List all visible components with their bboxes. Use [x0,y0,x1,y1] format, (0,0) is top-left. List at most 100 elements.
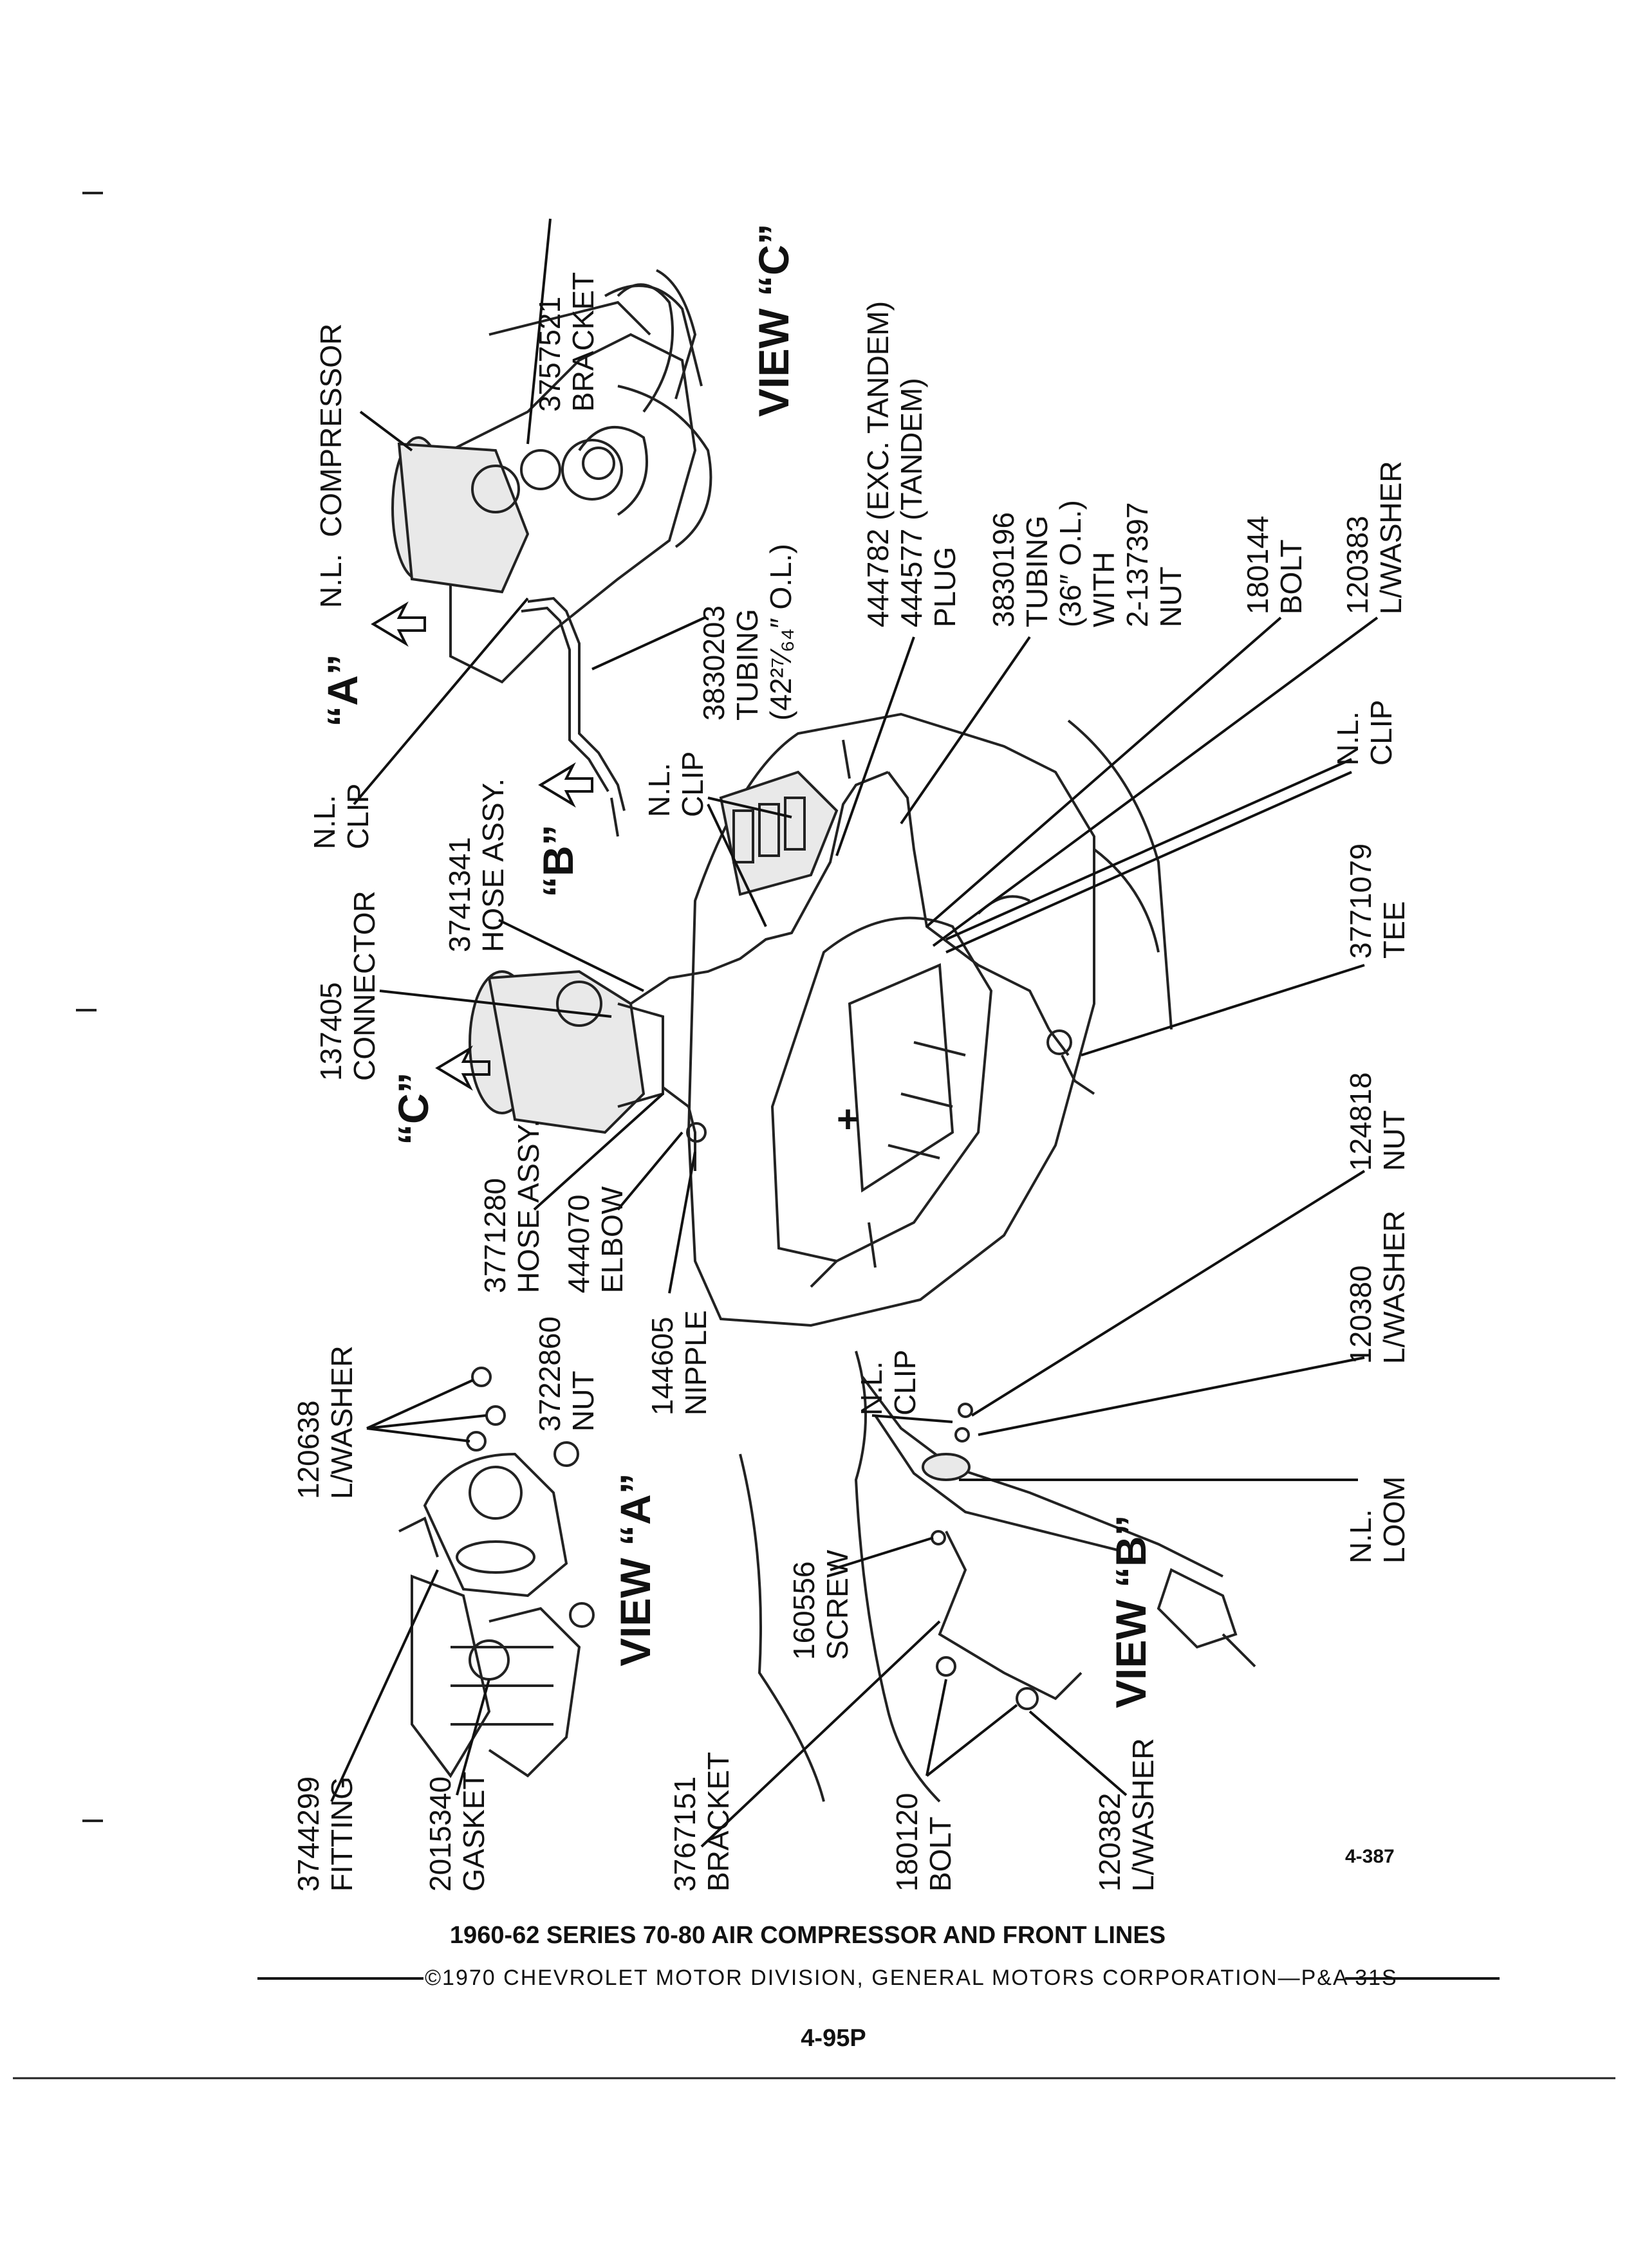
figure-caption: 1960-62 SERIES 70-80 AIR COMPRESSOR AND … [450,1922,1166,1949]
svg-text:NUT: NUT [1377,1110,1411,1171]
svg-text:2-137397: 2-137397 [1120,502,1154,627]
marker-c-label: “C” [389,1072,437,1145]
label-120382: 120382 L/WASHER [1093,1738,1160,1892]
marker-b-label: “B” [534,824,582,898]
svg-text:LOOM: LOOM [1377,1477,1411,1563]
view-a-label: VIEW “A” [611,1473,659,1666]
svg-text:BRACKET: BRACKET [566,272,600,412]
svg-text:N.L.: N.L. [1344,1509,1377,1563]
label-nl-clip-4: N.L. CLIP [855,1350,922,1415]
svg-text:CLIP: CLIP [888,1350,922,1415]
svg-text:444782 (EXC. TANDEM): 444782 (EXC. TANDEM) [861,301,895,627]
svg-text:GASKET: GASKET [457,1771,490,1892]
svg-text:L/WASHER: L/WASHER [1377,1210,1411,1364]
label-3741341: 3741341 HOSE ASSY. [443,779,510,952]
svg-text:180144: 180144 [1241,516,1274,615]
svg-text:2015340: 2015340 [423,1776,457,1892]
svg-text:3771280: 3771280 [478,1178,512,1293]
svg-text:120638: 120638 [292,1401,325,1500]
svg-text:BOLT: BOLT [1274,539,1308,614]
arrow-c-icon [435,1045,490,1091]
label-120380: 120380 L/WASHER [1344,1210,1411,1364]
svg-text:TUBING: TUBING [1020,515,1054,627]
svg-text:N.L.: N.L. [855,1361,888,1415]
svg-text:3744299: 3744299 [292,1776,325,1892]
copyright-line: ©1970 CHEVROLET MOTOR DIVISION, GENERAL … [425,1966,1398,1990]
svg-text:CLIP: CLIP [1364,700,1398,766]
svg-text:444577 (TANDEM): 444577 (TANDEM) [895,378,928,627]
svg-text:120382: 120382 [1093,1793,1126,1892]
arrow-a-icon [371,601,426,647]
label-nl-clip-3: N.L. CLIP [1331,700,1398,766]
svg-text:HOSE ASSY.: HOSE ASSY. [476,779,510,952]
label-3830196: 3830196 TUBING (36″ O.L.) WITH 2-137397 … [987,500,1187,627]
svg-text:BRACKET: BRACKET [702,1752,735,1892]
label-3722860: 3722860 NUT [533,1316,600,1432]
svg-text:CLIP: CLIP [341,784,375,849]
svg-text:120380: 120380 [1344,1266,1377,1365]
label-180120: 180120 BOLT [890,1793,957,1892]
margin-marks [76,192,103,1822]
label-3744299: 3744299 FITTING [292,1776,358,1892]
label-444070: 444070 ELBOW [562,1186,629,1293]
svg-text:FITTING: FITTING [325,1776,358,1892]
svg-text:144605: 144605 [646,1317,679,1416]
view-b-label: VIEW “B” [1107,1515,1155,1708]
svg-text:PLUG: PLUG [928,547,962,627]
label-124818: 124818 NUT [1344,1073,1411,1172]
label-3771079: 3771079 TEE [1344,844,1411,959]
svg-text:L/WASHER: L/WASHER [1126,1738,1160,1892]
label-180144: 180144 BOLT [1241,516,1308,615]
svg-text:NUT: NUT [566,1370,600,1432]
svg-text:N.L.: N.L. [642,763,676,817]
svg-text:3771079: 3771079 [1344,844,1377,959]
svg-text:CLIP: CLIP [676,751,709,817]
svg-text:L/WASHER: L/WASHER [1374,461,1408,614]
view-c-label: VIEW “C” [750,223,797,417]
svg-text:N.L.: N.L. [1331,712,1364,766]
label-3767151: 3767151 BRACKET [668,1752,735,1892]
svg-text:TEE: TEE [1377,901,1411,959]
svg-text:160556: 160556 [787,1562,821,1661]
svg-text:3722860: 3722860 [533,1316,566,1432]
svg-text:N.L.: N.L. [314,554,348,608]
svg-text:NUT: NUT [1154,566,1187,627]
svg-text:124818: 124818 [1344,1073,1377,1172]
label-2015340: 2015340 GASKET [423,1771,490,1892]
svg-text:TUBING: TUBING [730,609,764,721]
svg-text:(42²⁷⁄₆₄″ O.L.): (42²⁷⁄₆₄″ O.L.) [764,544,797,721]
label-144605: 144605 NIPPLE [646,1310,712,1415]
leader-lines [330,218,1379,1848]
label-120383: 120383 L/WASHER [1341,461,1408,614]
label-3771280: 3771280 HOSE ASSY. [478,1120,545,1293]
label-444782: 444782 (EXC. TANDEM) 444577 (TANDEM) PLU… [861,301,962,627]
svg-text:NIPPLE: NIPPLE [679,1310,712,1415]
svg-text:COMPRESSOR: COMPRESSOR [314,324,348,537]
arrow-b-icon [538,762,593,808]
label-nl-clip-1: N.L. CLIP [308,784,375,849]
page-number: 4-95P [801,2025,866,2052]
svg-text:444070: 444070 [562,1195,595,1294]
label-3757521: 3757521 BRACKET [533,272,600,412]
svg-text:SCREW: SCREW [821,1549,854,1660]
label-3830203: 3830203 TUBING (42²⁷⁄₆₄″ O.L.) [697,544,797,721]
svg-text:CONNECTOR: CONNECTOR [348,890,381,1081]
svg-text:HOSE ASSY.: HOSE ASSY. [512,1120,545,1293]
marker-a-label: “A” [319,654,366,727]
svg-text:3830196: 3830196 [987,512,1020,627]
svg-text:+: + [837,1098,859,1141]
svg-text:3830203: 3830203 [697,605,730,721]
label-nl-loom: N.L. LOOM [1344,1477,1411,1563]
svg-text:3757521: 3757521 [533,297,566,412]
svg-text:BOLT: BOLT [924,1816,957,1892]
svg-text:137405: 137405 [314,982,348,1082]
label-120638: 120638 L/WASHER [292,1345,358,1499]
svg-text:(36″ O.L.): (36″ O.L.) [1054,500,1087,627]
svg-text:180120: 180120 [890,1793,924,1892]
svg-text:N.L.: N.L. [308,795,341,849]
svg-text:3741341: 3741341 [443,837,476,952]
svg-text:3767151: 3767151 [668,1776,702,1892]
svg-text:L/WASHER: L/WASHER [325,1345,358,1499]
label-nl-clip-2: N.L. CLIP [642,751,709,817]
